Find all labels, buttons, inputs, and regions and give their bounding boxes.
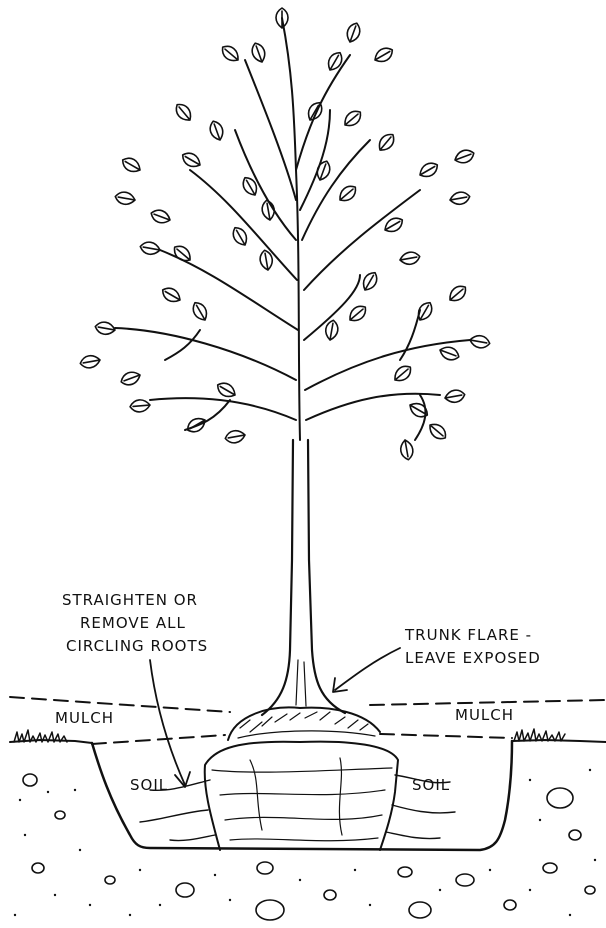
leaf [438,344,461,362]
leaf [469,334,491,349]
label-circling-roots: STRAIGHTEN OR REMOVE ALL CIRCLING ROOTS [62,591,208,787]
leaf [453,148,476,166]
leaf [324,319,339,341]
leaf [399,251,421,266]
arrow-trunk-flare [335,648,400,690]
leaf [190,300,210,323]
leaf [391,363,414,385]
leaf [160,285,183,305]
label-circling-roots-line3: CIRCLING ROOTS [66,637,208,655]
leaf [372,45,395,65]
trunk-left-edge [262,440,293,715]
leaf [171,243,194,265]
leaf [130,399,151,413]
leaf [360,270,380,293]
leaf [446,283,469,305]
label-trunk-flare-line2: LEAVE EXPOSED [405,649,541,667]
trunk-right-edge [308,440,345,713]
leaf [399,439,414,461]
leaf [185,415,208,435]
leaf [325,50,345,73]
tree-trunk [262,440,345,715]
leaf [230,225,250,248]
tree-branches [115,18,470,440]
leaf [224,429,246,444]
mulch-top-left [10,697,230,712]
label-trunk-flare-line1: TRUNK FLARE - [404,626,532,644]
ground-surface-left [10,740,92,743]
leaf [382,215,405,235]
tree-leaves [79,8,490,461]
leaf [276,8,288,28]
leaf [215,380,238,400]
leaf [79,354,101,369]
leaf [344,21,362,44]
leaf [375,131,397,154]
leaf [149,208,172,226]
leaf [219,43,242,65]
label-soil-right: SOIL [412,776,450,794]
leaf [94,321,116,336]
label-circling-roots-line1: STRAIGHTEN OR [62,591,198,609]
leaf [341,108,364,130]
leaf [119,369,142,387]
leaf [346,303,369,325]
leaf [426,420,449,442]
planting-hole [10,729,606,850]
ground-surface-right [512,740,606,742]
leaf [139,241,161,256]
leaf [407,400,430,420]
leaf [120,155,143,175]
leaf [444,389,466,404]
leaf [173,101,195,124]
mulch-bottom-right [380,734,512,738]
leaf [208,119,226,142]
label-mulch-right: MULCH [455,706,514,724]
leaf [240,175,260,198]
leaf [305,100,325,123]
label-circling-roots-line2: REMOVE ALL [80,614,186,632]
label-mulch-left: MULCH [55,709,114,727]
hole-outline [92,741,512,850]
label-soil-left: SOIL [130,776,168,794]
label-trunk-flare: TRUNK FLARE - LEAVE EXPOSED [333,626,541,692]
arrow-circling-roots [150,660,185,785]
leaf [417,160,440,180]
leaf [180,150,203,170]
mulch-bottom-left [92,735,225,744]
leaf [114,191,136,206]
root-ball-body [205,742,398,850]
leaf [449,191,471,206]
leaf [250,41,268,64]
leaf [314,159,332,182]
mulch-top-right [370,700,606,705]
leaf [336,183,359,205]
